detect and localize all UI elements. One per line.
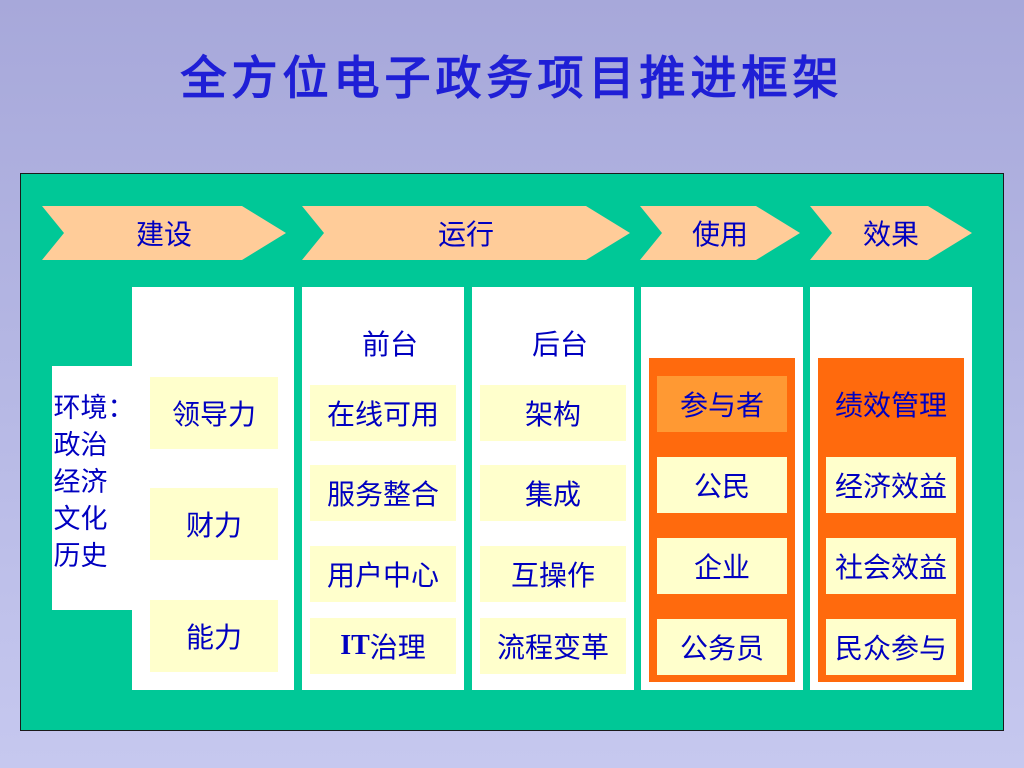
front-desk-item: 用户中心 [310,546,456,602]
stage-label-run: 运行 [437,218,494,251]
usage-item: 企业 [657,538,787,594]
environment-line: 政治 [53,430,108,461]
environment-box: 环境： 政治 经济 文化 历史 [52,366,136,610]
effects-item: 社会效益 [826,538,956,594]
front-desk-item: 在线可用 [310,385,456,441]
usage-item: 公民 [657,457,787,513]
it-prefix: IT [340,630,370,661]
build-item-leadership: 领导力 [150,377,278,449]
environment-line: 经济 [53,467,108,498]
environment-line: 历史 [53,541,108,572]
back-office-item: 互操作 [480,546,626,602]
effects-item: 民众参与 [826,619,956,675]
front-desk-header: 前台 [361,328,418,361]
back-office-item: 架构 [480,385,626,441]
usage-item-participants: 参与者 [657,376,787,432]
environment-line: 环境： [53,393,135,424]
stage-label-build: 建设 [135,218,192,251]
back-office-header: 后台 [531,328,588,361]
build-item-capability: 能力 [150,600,278,672]
stage-arrow-run: 运行 [302,206,630,260]
back-office-item: 流程变革 [480,618,626,674]
page-title: 全方位电子政务项目推进框架 [180,51,844,105]
effects-item-performance: 绩效管理 [826,376,956,432]
stage-arrow-build: 建设 [42,206,286,260]
usage-item: 公务员 [657,619,787,675]
stage-label-effect: 效果 [862,218,919,251]
environment-line: 文化 [53,504,108,535]
front-desk-item: 服务整合 [310,465,456,521]
environment-text: 环境： 政治 经济 文化 历史 [54,390,135,575]
back-office-item: 集成 [480,465,626,521]
stage-label-use: 使用 [691,218,748,251]
governance-suffix: 治理 [369,631,426,664]
build-item-finance: 财力 [150,488,278,560]
effects-item: 经济效益 [826,457,956,513]
